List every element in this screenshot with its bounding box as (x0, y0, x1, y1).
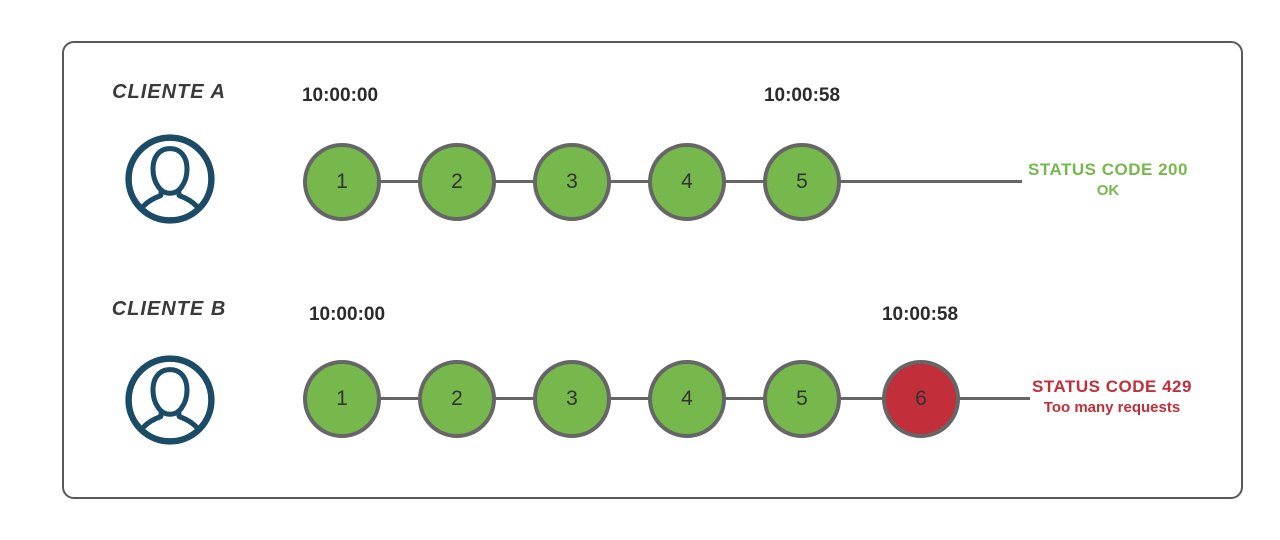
request-circle: 3 (533, 360, 611, 438)
request-circle: 2 (418, 360, 496, 438)
client-a-label: CLIENTE A (112, 81, 226, 103)
request-number: 3 (566, 387, 578, 410)
request-circle-rate-limited: 6 (882, 360, 960, 438)
request-number: 1 (336, 387, 348, 410)
request-number: 5 (796, 170, 808, 193)
request-circle: 4 (648, 360, 726, 438)
status-text: STATUS CODE 200 OK (1008, 159, 1208, 201)
status-code: STATUS CODE 200 (1028, 160, 1188, 179)
end-timestamp: 10:00:58 (881, 304, 959, 325)
request-number: 2 (451, 170, 463, 193)
request-circle: 2 (418, 143, 496, 221)
request-circle: 1 (303, 360, 381, 438)
request-circle: 3 (533, 143, 611, 221)
start-timestamp: 10:00:00 (308, 304, 386, 325)
request-number: 4 (681, 387, 693, 410)
diagram-frame: CLIENTE A 10:00:00 10:00:58 1 2 3 4 5 ST… (62, 41, 1243, 499)
status-text: STATUS CODE 429 Too many requests (1012, 376, 1212, 418)
request-circle: 5 (763, 360, 841, 438)
request-number: 4 (681, 170, 693, 193)
status-message: Too many requests (1043, 399, 1181, 416)
user-avatar-icon (124, 354, 216, 446)
user-avatar-icon (124, 133, 216, 225)
request-number: 2 (451, 387, 463, 410)
end-timestamp: 10:00:58 (763, 85, 841, 106)
request-number: 1 (336, 170, 348, 193)
request-circle: 4 (648, 143, 726, 221)
start-timestamp: 10:00:00 (301, 85, 379, 106)
request-circle: 5 (763, 143, 841, 221)
status-message: OK (1096, 182, 1120, 199)
request-circle: 1 (303, 143, 381, 221)
status-code: STATUS CODE 429 (1032, 377, 1192, 396)
request-number: 3 (566, 170, 578, 193)
request-number: 5 (796, 387, 808, 410)
request-number: 6 (915, 387, 927, 410)
client-b-label: CLIENTE B (111, 298, 227, 320)
